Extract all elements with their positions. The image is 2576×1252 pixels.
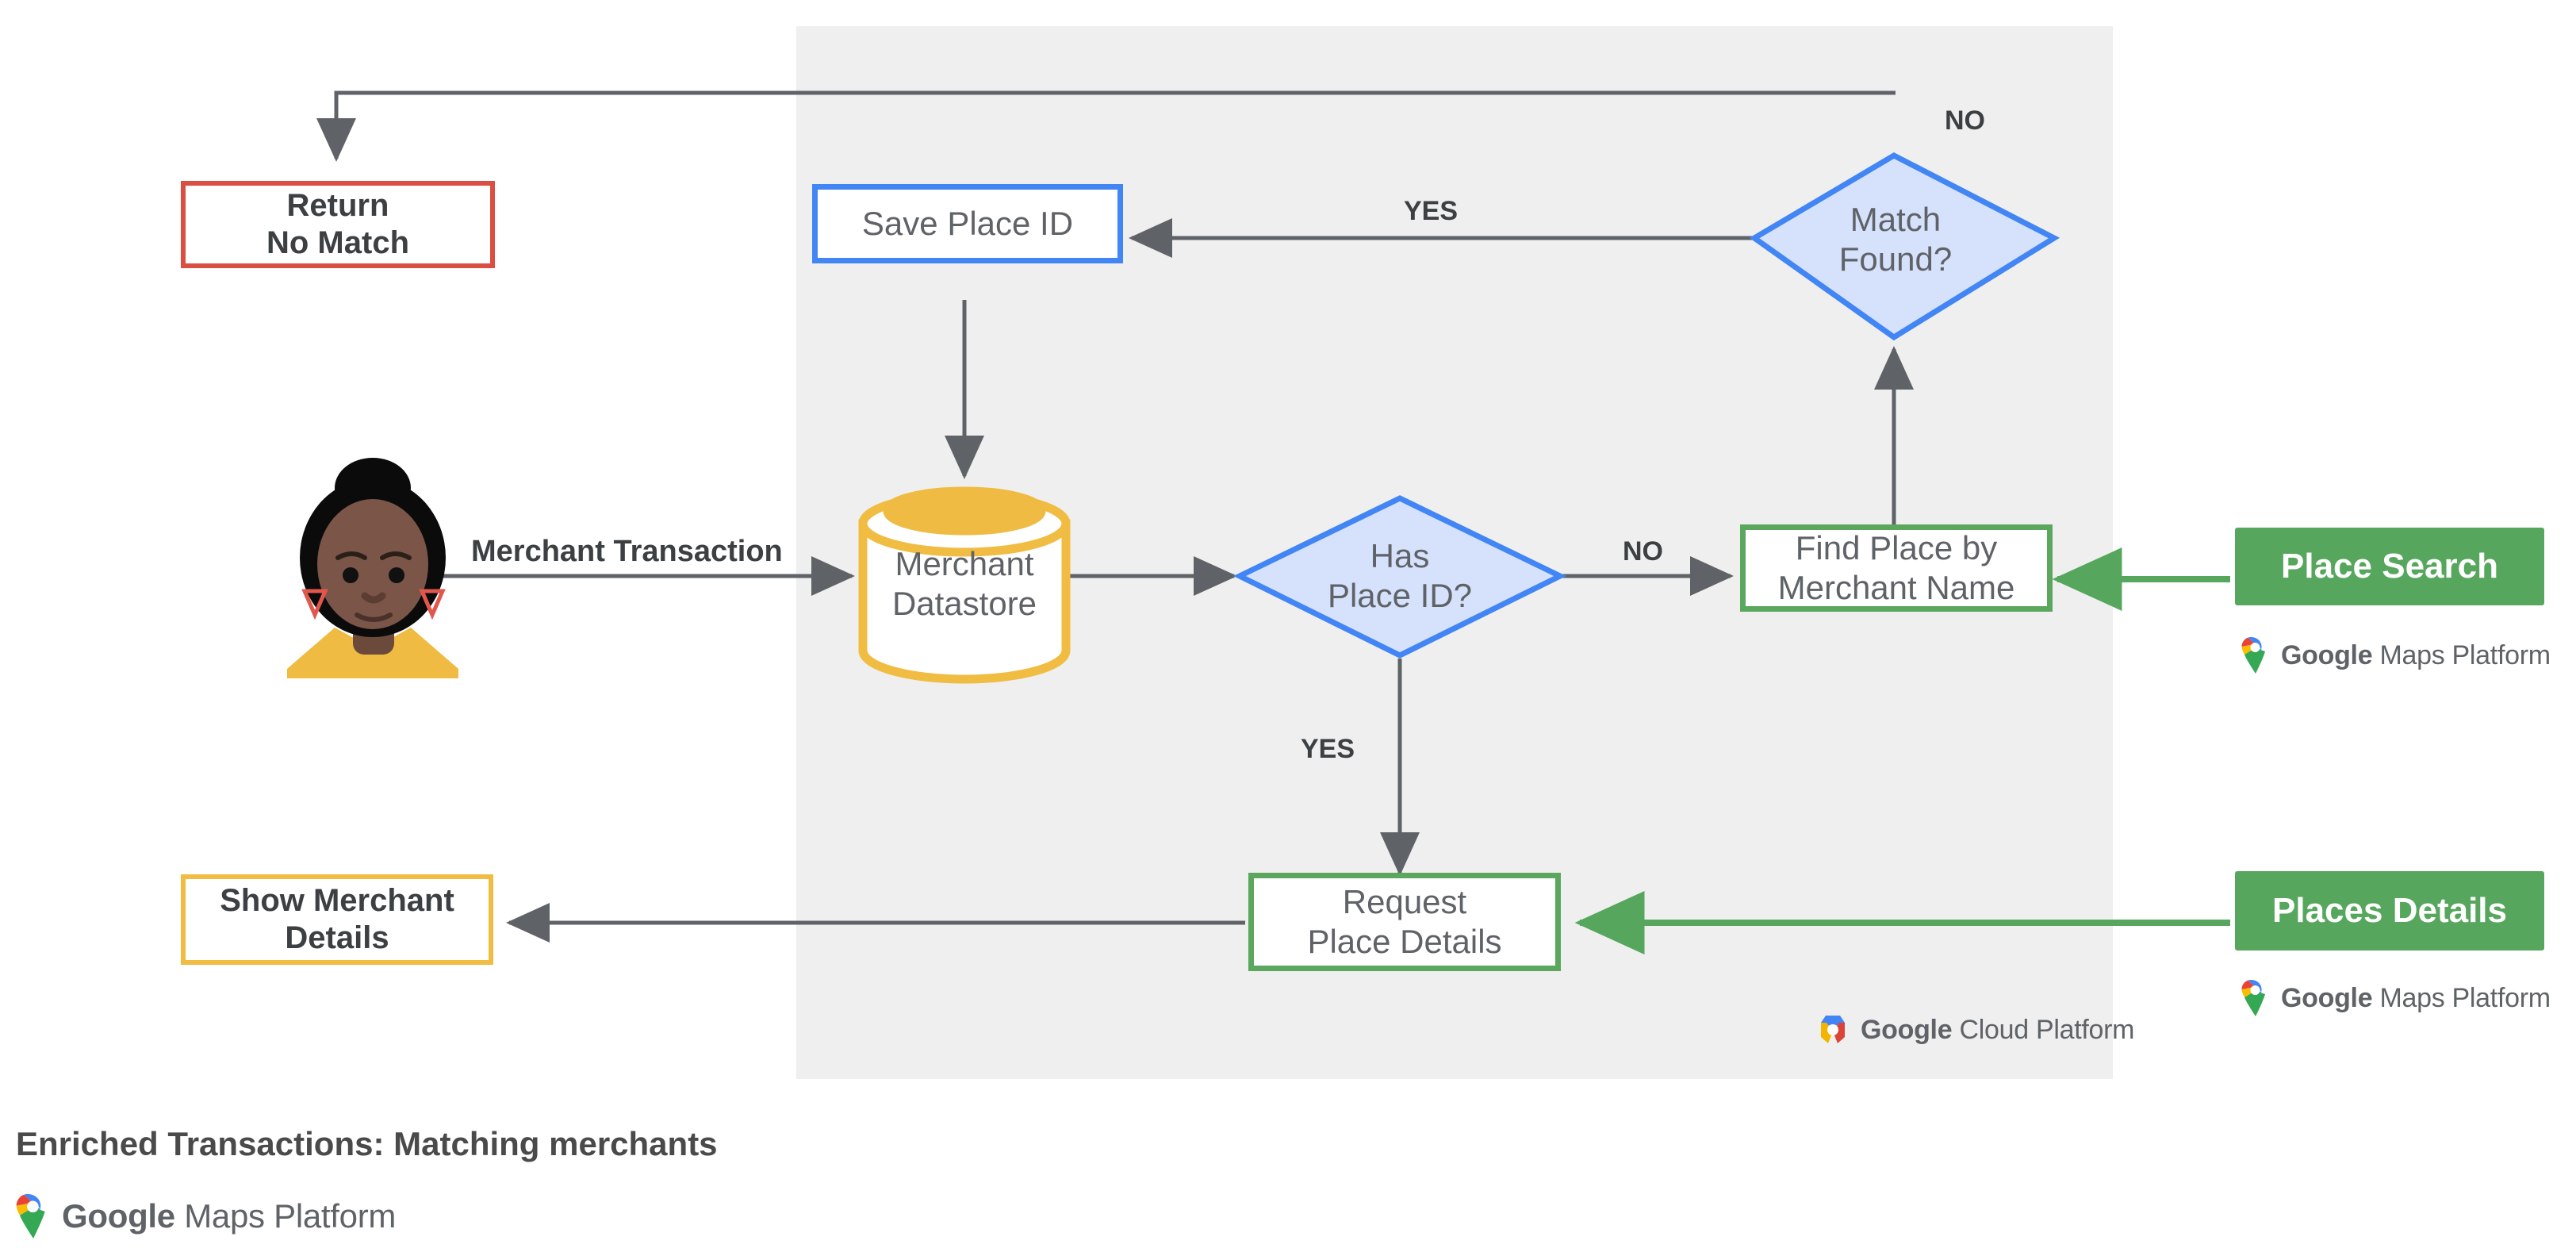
line-2: Place Details (1307, 923, 1502, 960)
google-word: Google (2281, 639, 2373, 670)
line-1: Request (1342, 883, 1467, 921)
edge-match-no-to-return (316, 90, 1896, 163)
line-2: No Match (266, 225, 409, 260)
edge-label-has-place-id-yes: YES (1301, 734, 1355, 764)
line-2: Details (285, 920, 389, 955)
diagram-title: Enriched Transactions: Matching merchant… (16, 1125, 718, 1162)
product-word: Maps Platform (184, 1197, 397, 1235)
node-request-place-details[interactable]: Request Place Details (1248, 873, 1561, 971)
edge-label-match-found-yes: YES (1404, 196, 1459, 226)
google-word: Google (62, 1197, 175, 1235)
merchant-datastore-shape (858, 486, 1071, 684)
has-place-id-diamond (1233, 495, 1566, 659)
google-maps-pin-icon (2241, 637, 2265, 674)
google-word: Google (1861, 1014, 1953, 1045)
node-request-place-details-label: Request Place Details (1307, 882, 1501, 961)
person-avatar-icon (287, 458, 458, 678)
maps-platform-lockup-place-search: Google Maps Platform (2241, 637, 2551, 674)
cloud-platform-lockup: Google Cloud Platform (1816, 1014, 2134, 1046)
node-show-merchant-details-label: Show Merchant Details (220, 882, 454, 957)
google-maps-pin-icon (2241, 980, 2265, 1016)
line-1: Show Merchant (220, 882, 454, 918)
node-places-details[interactable]: Places Details (2235, 871, 2544, 951)
edge-label-merchant-transaction: Merchant Transaction (471, 535, 783, 568)
cloud-platform-wordmark: Google Cloud Platform (1861, 1015, 2134, 1046)
node-return-no-match-label: Return No Match (266, 187, 409, 262)
line-2: Merchant Name (1777, 569, 2015, 606)
line-1: Return (286, 187, 389, 223)
line-1: Find Place by (1795, 529, 1998, 567)
google-word: Google (2281, 982, 2373, 1013)
node-save-place-id[interactable]: Save Place ID (812, 184, 1123, 263)
node-save-place-id-label: Save Place ID (862, 204, 1073, 244)
node-place-search[interactable]: Place Search (2235, 528, 2544, 605)
product-word: Maps Platform (2379, 982, 2551, 1013)
node-show-merchant-details[interactable]: Show Merchant Details (181, 874, 493, 965)
node-places-details-label: Places Details (2272, 891, 2507, 930)
node-return-no-match[interactable]: Return No Match (181, 181, 495, 268)
product-word: Maps Platform (2379, 639, 2551, 670)
node-place-search-label: Place Search (2281, 547, 2498, 586)
maps-platform-wordmark: Google Maps Platform (2281, 983, 2551, 1014)
edge-label-has-place-id-no: NO (1623, 536, 1663, 566)
edge-label-match-found-no: NO (1945, 106, 1985, 136)
maps-platform-wordmark: Google Maps Platform (2281, 640, 2551, 671)
product-word: Cloud Platform (1959, 1014, 2135, 1045)
node-find-place-label: Find Place by Merchant Name (1778, 528, 2015, 607)
google-maps-pin-icon (16, 1194, 45, 1239)
maps-platform-lockup-footer: Google Maps Platform (16, 1194, 396, 1239)
node-find-place-by-merchant-name[interactable]: Find Place by Merchant Name (1740, 524, 2053, 612)
line-1: Save Place ID (861, 205, 1074, 243)
maps-platform-lockup-places-details: Google Maps Platform (2241, 980, 2551, 1016)
match-found-diamond (1749, 152, 2060, 341)
maps-platform-wordmark: Google Maps Platform (62, 1197, 396, 1235)
google-cloud-hexagon-icon (1821, 1016, 1845, 1043)
